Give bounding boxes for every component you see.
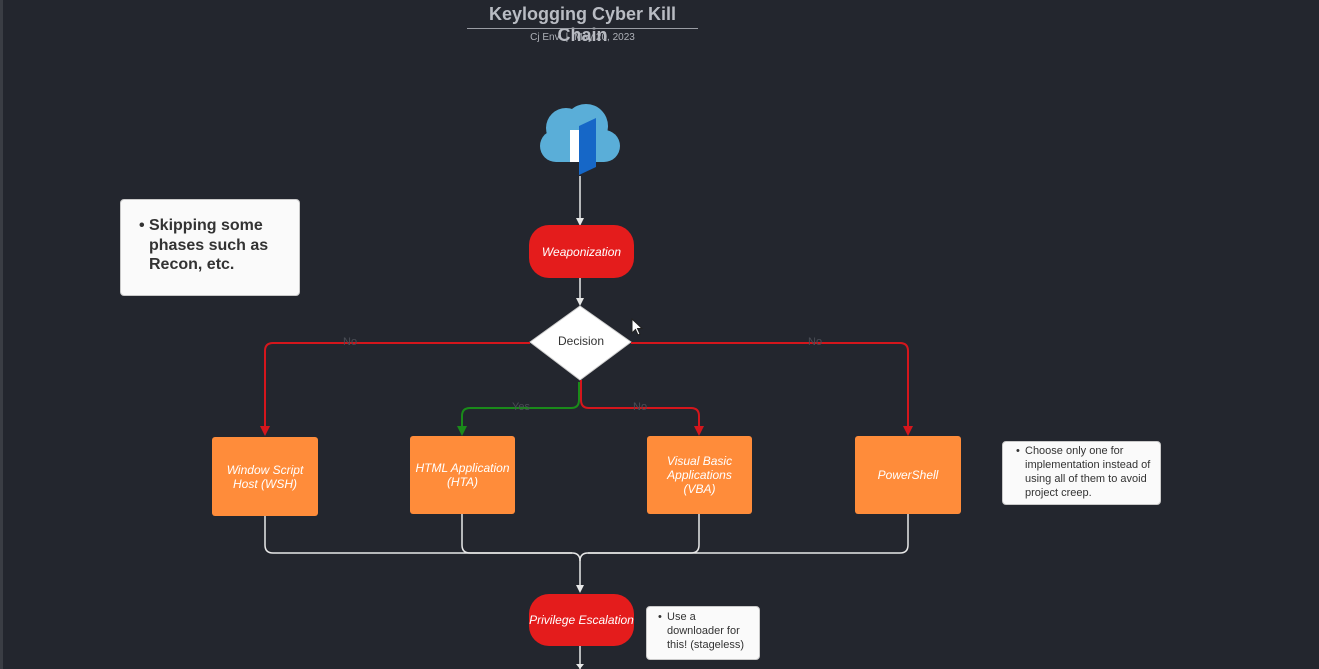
note-skipping-phases-text: Skipping some phases such as Recon, etc.: [139, 216, 289, 275]
mouse-cursor-icon: [631, 318, 644, 336]
edge-powershell-merge: [588, 514, 909, 554]
title-underline: [467, 28, 698, 29]
node-weaponization[interactable]: Weaponization: [529, 225, 634, 278]
edge-label-no-left: No: [343, 336, 358, 348]
edge-wsh-privilege: [264, 516, 584, 593]
cloud-icon: [540, 104, 620, 175]
decision-label: Decision: [557, 334, 605, 348]
node-privilege-escalation[interactable]: Privilege Escalation: [529, 594, 634, 646]
note-choose-one[interactable]: Choose only one for implementation inste…: [1002, 441, 1161, 505]
window-edge: [0, 0, 3, 669]
edge-label-no-mid: No: [633, 401, 648, 413]
note-downloader[interactable]: Use a downloader for this! (stageless): [646, 606, 760, 660]
node-wsh[interactable]: Window Script Host (WSH): [212, 437, 318, 516]
edge-label-yes: Yes: [512, 401, 530, 413]
meta-separator: |: [565, 32, 569, 43]
edge-decision-wsh: [260, 342, 530, 436]
author: Cj Env: [530, 32, 560, 43]
edge-hta-merge: [461, 514, 572, 554]
note-downloader-text: Use a downloader for this! (stageless): [658, 610, 753, 652]
edge-decision-vba: [580, 380, 704, 436]
node-vba[interactable]: Visual Basic Applications (VBA): [647, 436, 752, 514]
edge-decision-hta: [457, 382, 580, 436]
note-choose-one-text: Choose only one for implementation inste…: [1016, 444, 1154, 500]
diagram-meta: Cj Env | May 20, 2023: [480, 32, 685, 43]
date: May 20, 2023: [574, 32, 635, 43]
diagram-title: Keylogging Cyber Kill Chain: [488, 4, 677, 45]
note-skipping-phases[interactable]: Skipping some phases such as Recon, etc.: [120, 199, 300, 296]
node-powershell[interactable]: PowerShell: [855, 436, 961, 514]
edge-vba-merge: [579, 514, 700, 562]
edge-decision-powershell: [631, 342, 913, 436]
edge-label-no-right: No: [808, 336, 823, 348]
node-hta[interactable]: HTML Application (HTA): [410, 436, 515, 514]
